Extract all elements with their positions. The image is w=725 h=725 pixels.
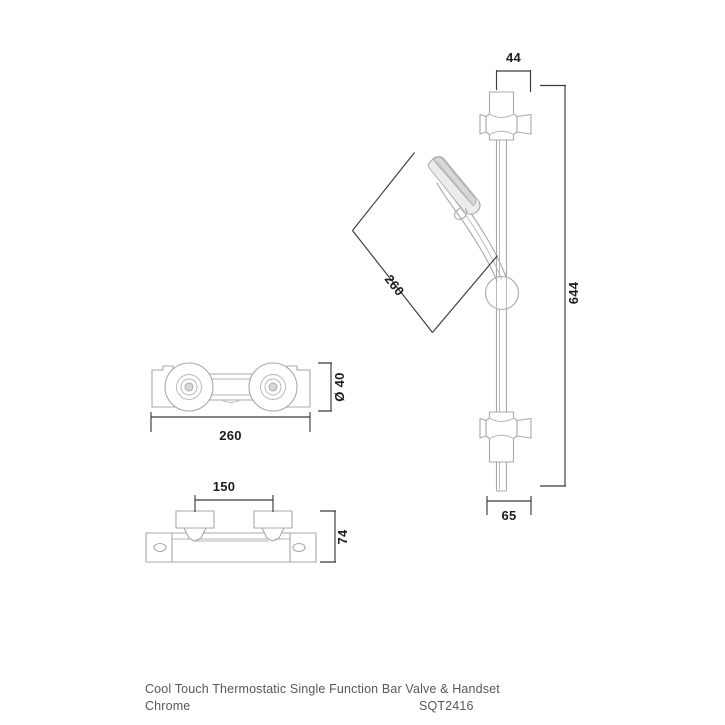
valve-right-handle-elevation	[253, 510, 293, 542]
dimension-65: 65	[486, 496, 532, 523]
dimension-150: 150	[194, 479, 274, 512]
dimension-260-handset: 260	[352, 152, 498, 333]
caption-block: Cool Touch Thermostatic Single Function …	[145, 682, 500, 713]
dimension-74: 74	[320, 510, 350, 563]
valve-left-handle-elevation	[175, 510, 215, 542]
valve-right-handle	[248, 362, 298, 412]
caption-finish: Chrome	[145, 699, 190, 713]
handset-slider-bracket	[484, 275, 520, 311]
riser-rail-view: 44 644 65 260	[352, 50, 581, 523]
shower-handset	[427, 156, 481, 220]
rail-top-bracket	[479, 91, 532, 141]
dimension-260-plan-label: 260	[219, 428, 242, 443]
rail-bottom-bracket	[479, 411, 532, 463]
bar-valve-elevation-view: 150 74	[145, 479, 350, 563]
dimension-diameter-40: Ø 40	[318, 362, 347, 412]
dimension-44: 44	[495, 50, 532, 92]
dimension-150-label: 150	[213, 479, 236, 494]
dimension-74-label: 74	[335, 529, 350, 545]
valve-left-handle	[164, 362, 214, 412]
dimension-diameter-40-label: Ø 40	[332, 372, 347, 401]
dimension-644: 644	[540, 84, 581, 487]
dimension-260-plan: 260	[150, 412, 311, 443]
dimension-644-label: 644	[566, 281, 581, 304]
bar-valve-plan-view: 260 Ø 40	[150, 362, 347, 443]
caption-product-name: Cool Touch Thermostatic Single Function …	[145, 682, 500, 696]
dimension-65-label: 65	[501, 508, 516, 523]
dimension-44-label: 44	[506, 50, 522, 65]
caption-product-code: SQT2416	[419, 699, 474, 713]
